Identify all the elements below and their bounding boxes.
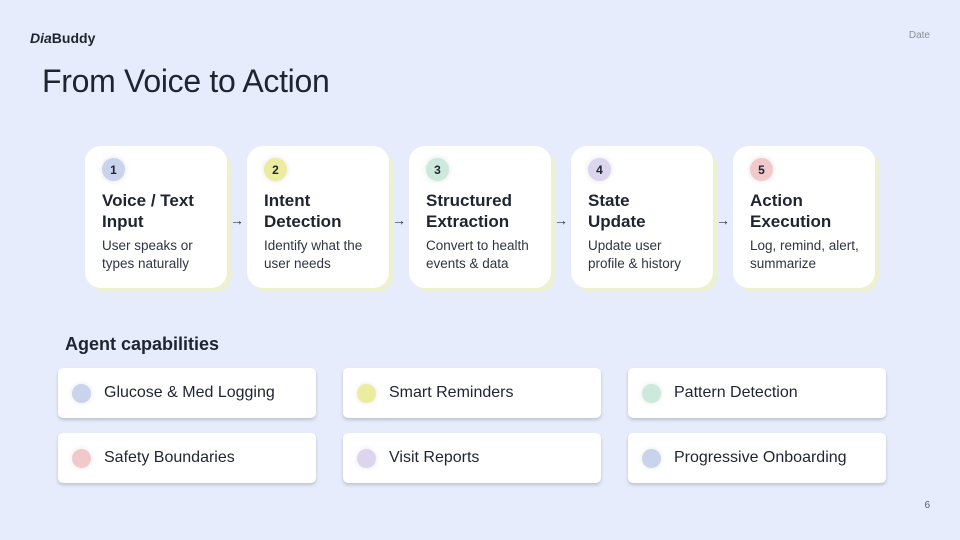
step-title-line2: Update bbox=[588, 212, 646, 231]
capability-dot-icon bbox=[642, 448, 661, 468]
capability-label: Smart Reminders bbox=[389, 384, 514, 401]
capabilities-heading: Agent capabilities bbox=[65, 334, 220, 354]
step-title-line2: Extraction bbox=[426, 212, 510, 231]
step-number-badge: 1 bbox=[102, 158, 125, 181]
step-title-line1: Intent bbox=[264, 191, 311, 210]
step-title-line2: Input bbox=[102, 212, 144, 231]
step-desc-line1: Update user bbox=[588, 238, 662, 253]
step-title-line2: Detection bbox=[264, 212, 342, 231]
page-number: 6 bbox=[924, 500, 930, 511]
capability-label: Pattern Detection bbox=[674, 384, 798, 401]
date-label: Date bbox=[908, 30, 930, 41]
slide-title: From Voice to Action bbox=[42, 63, 330, 99]
step-number-badge: 3 bbox=[426, 158, 449, 181]
step-description: User speaks or types naturally bbox=[102, 237, 217, 273]
brand-logo-regular: Buddy bbox=[51, 30, 96, 46]
brand-logo-italic: Dia bbox=[30, 30, 52, 46]
step-description: Log, remind, alert, summarize bbox=[750, 237, 865, 273]
step-desc-line2: summarize bbox=[750, 256, 817, 271]
capability-card-safety-boundaries: Safety Boundaries bbox=[58, 433, 316, 483]
step-title-line1: Voice / Text bbox=[102, 191, 194, 210]
capability-dot-icon bbox=[72, 383, 91, 403]
arrow-right-icon: → bbox=[392, 212, 406, 228]
capability-card-progressive-onboarding: Progressive Onboarding bbox=[628, 433, 886, 483]
step-title-line1: Structured bbox=[426, 191, 512, 210]
step-title-line1: State bbox=[588, 191, 630, 210]
step-desc-line2: types naturally bbox=[102, 256, 190, 271]
capability-dot-icon bbox=[642, 383, 661, 403]
step-number-badge: 2 bbox=[264, 158, 287, 181]
capability-card-glucose-logging: Glucose & Med Logging bbox=[58, 368, 316, 418]
step-description: Update user profile & history bbox=[588, 237, 703, 273]
step-title-line1: Action bbox=[750, 191, 803, 210]
capabilities-grid: Glucose & Med Logging Smart Reminders Pa… bbox=[58, 368, 886, 483]
capability-label: Safety Boundaries bbox=[104, 449, 235, 466]
step-description: Identify what the user needs bbox=[264, 237, 379, 273]
arrow-right-icon: → bbox=[554, 212, 568, 228]
capability-label: Progressive Onboarding bbox=[674, 449, 847, 466]
capability-dot-icon bbox=[357, 448, 376, 468]
step-description: Convert to health events & data bbox=[426, 237, 541, 273]
step-number-badge: 5 bbox=[750, 158, 773, 181]
step-number-badge: 4 bbox=[588, 158, 611, 181]
capability-dot-icon bbox=[357, 383, 376, 403]
step-desc-line2: profile & history bbox=[588, 256, 682, 271]
step-title-line2: Execution bbox=[750, 212, 832, 231]
step-desc-line2: user needs bbox=[264, 256, 331, 271]
arrow-right-icon: → bbox=[716, 212, 730, 228]
capability-label: Glucose & Med Logging bbox=[104, 384, 275, 401]
capability-dot-icon bbox=[72, 448, 91, 468]
brand-logo: DiaBuddy bbox=[30, 30, 95, 46]
capability-card-pattern-detection: Pattern Detection bbox=[628, 368, 886, 418]
capability-card-visit-reports: Visit Reports bbox=[343, 433, 601, 483]
step-desc-line1: Log, remind, alert, bbox=[750, 238, 859, 253]
step-desc-line2: events & data bbox=[426, 256, 509, 271]
capability-label: Visit Reports bbox=[389, 449, 480, 466]
capability-card-smart-reminders: Smart Reminders bbox=[343, 368, 601, 418]
step-desc-line1: User speaks or bbox=[102, 238, 193, 253]
step-desc-line1: Convert to health bbox=[426, 238, 529, 253]
arrow-right-icon: → bbox=[230, 212, 244, 228]
step-desc-line1: Identify what the bbox=[264, 238, 363, 253]
